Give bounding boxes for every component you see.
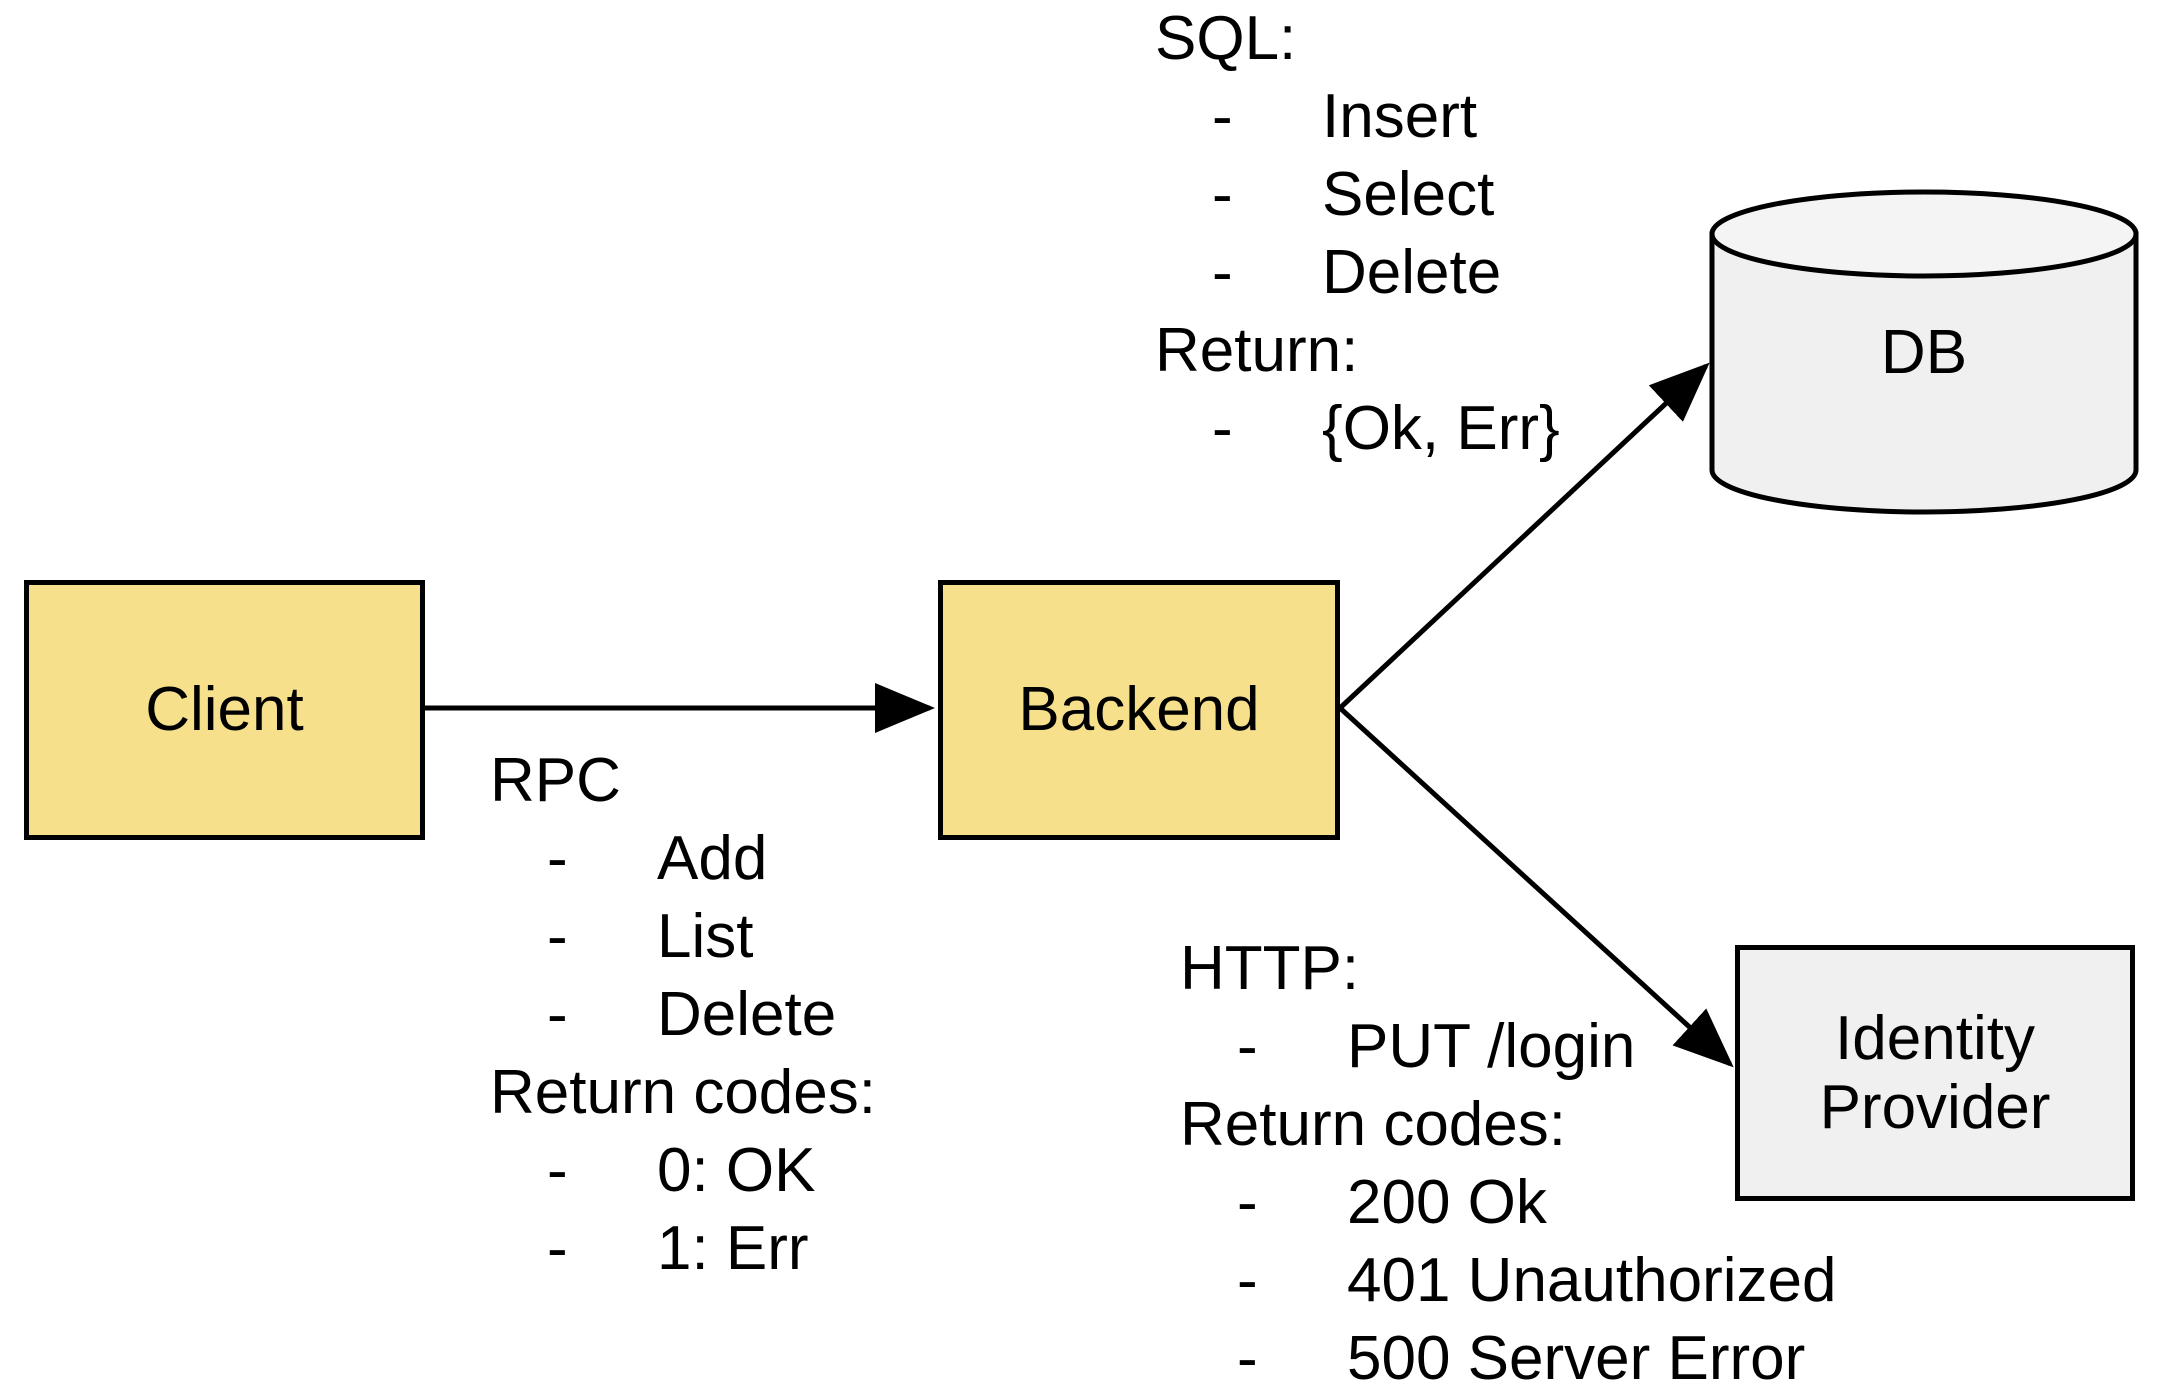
annotation-rpc-item: - Delete	[490, 976, 876, 1054]
bullet-dash: -	[1212, 160, 1233, 229]
annotation-sql-heading: SQL:	[1155, 4, 1297, 73]
annotation-rpc-item-label: List	[657, 902, 754, 971]
bullet-dash: -	[1237, 1246, 1258, 1315]
annotation-sql-item-label: Delete	[1322, 238, 1502, 307]
annotation-sql-item: - Select	[1155, 156, 1560, 234]
annotation-http-item: - PUT /login	[1180, 1008, 1836, 1086]
bullet-dash: -	[1237, 1168, 1258, 1237]
annotation-sql-item-label: Select	[1322, 160, 1495, 229]
bullet-dash: -	[547, 980, 568, 1049]
annotation-rpc-item: - Add	[490, 820, 876, 898]
node-identity-provider-label-wrap: Identity Provider	[1820, 1004, 2051, 1143]
annotation-rpc-return-item: - 0: OK	[490, 1132, 876, 1210]
bullet-dash: -	[1237, 1012, 1258, 1081]
node-identity-provider-label-line1: Identity	[1835, 1003, 2035, 1073]
annotation-rpc-return-heading: Return codes:	[490, 1058, 876, 1127]
bullet-dash: -	[547, 824, 568, 893]
annotation-rpc-item: - List	[490, 898, 876, 976]
annotation-http-return-item: - 200 Ok	[1180, 1164, 1836, 1242]
annotation-rpc-return-item: - 1: Err	[490, 1210, 876, 1288]
node-identity-provider[interactable]: Identity Provider	[1735, 945, 2135, 1201]
annotation-rpc-item-label: Delete	[657, 980, 837, 1049]
bullet-dash: -	[547, 902, 568, 971]
annotation-http-return-item-label: 401 Unauthorized	[1347, 1246, 1837, 1315]
node-identity-provider-label-line2: Provider	[1819, 1073, 2051, 1142]
node-backend[interactable]: Backend	[938, 580, 1340, 840]
annotation-rpc-heading: RPC	[490, 746, 621, 815]
annotation-sql-item: - Insert	[1155, 78, 1560, 156]
annotation-sql-item-label: Insert	[1322, 82, 1478, 151]
annotation-rpc-return-item-label: 0: OK	[657, 1136, 816, 1205]
annotation-http: HTTP: - PUT /login Return codes: - 200 O…	[1180, 930, 1836, 1398]
annotation-sql-return-heading: Return:	[1155, 316, 1359, 385]
annotation-sql-item: - Delete	[1155, 234, 1560, 312]
node-backend-label: Backend	[1018, 675, 1260, 745]
annotation-rpc: RPC - Add - List - Delete Return codes: …	[490, 742, 876, 1288]
bullet-dash: -	[1212, 394, 1233, 463]
bullet-dash: -	[1212, 82, 1233, 151]
bullet-dash: -	[1237, 1324, 1258, 1393]
annotation-http-return-item-label: 500 Server Error	[1347, 1324, 1806, 1393]
annotation-sql: SQL: - Insert - Select - Delete Return: …	[1155, 0, 1560, 468]
annotation-rpc-item-label: Add	[657, 824, 768, 893]
node-client[interactable]: Client	[24, 580, 425, 840]
annotation-http-return-item-label: 200 Ok	[1347, 1168, 1547, 1237]
annotation-http-return-item: - 500 Server Error	[1180, 1320, 1836, 1398]
node-client-label: Client	[145, 675, 304, 745]
annotation-sql-return-item-label: {Ok, Err}	[1322, 394, 1560, 463]
annotation-http-return-heading: Return codes:	[1180, 1090, 1566, 1159]
edge-backend-to-db	[1338, 362, 1710, 710]
node-db[interactable]: DB	[1708, 188, 2140, 516]
annotation-sql-return-item: - {Ok, Err}	[1155, 390, 1560, 468]
annotation-rpc-return-item-label: 1: Err	[657, 1214, 809, 1283]
annotation-http-item-label: PUT /login	[1347, 1012, 1636, 1081]
bullet-dash: -	[1212, 238, 1233, 307]
edge-backend-to-identity-provider	[1338, 706, 1734, 1068]
database-cylinder-icon	[1709, 189, 2139, 515]
bullet-dash: -	[547, 1136, 568, 1205]
annotation-http-heading: HTTP:	[1180, 934, 1360, 1003]
bullet-dash: -	[547, 1214, 568, 1283]
annotation-http-return-item: - 401 Unauthorized	[1180, 1242, 1836, 1320]
